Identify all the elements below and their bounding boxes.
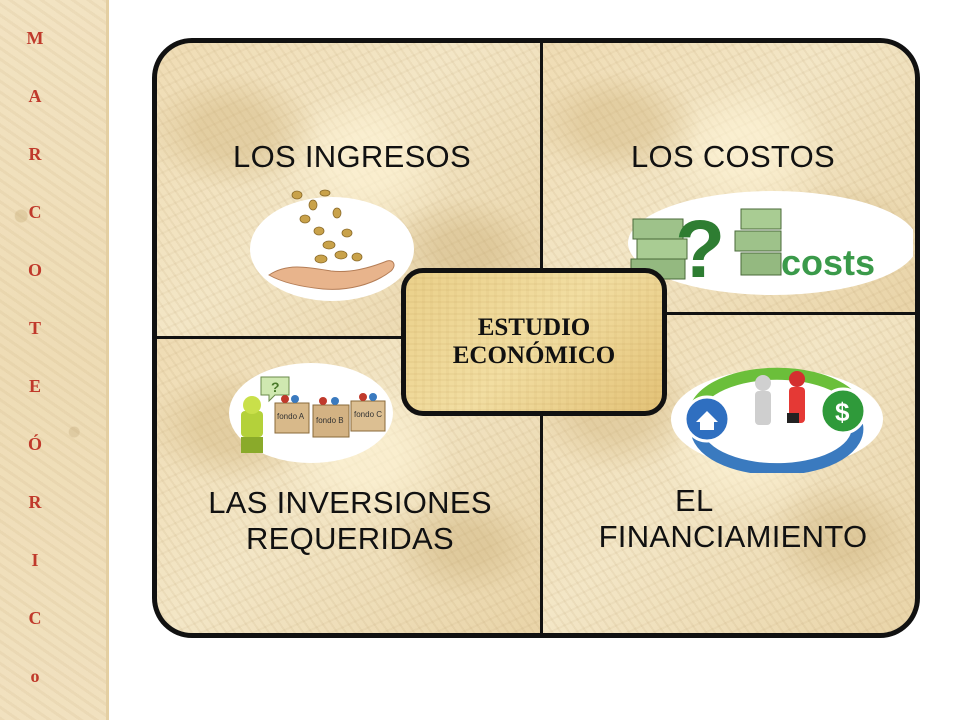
center-label-line1: ESTUDIO [477, 314, 591, 341]
side-strip: M A R C O T E Ó R I C o [0, 0, 109, 720]
center-box: ESTUDIO ECONÓMICO [401, 268, 667, 416]
vertical-title-letter: I [31, 550, 39, 570]
vertical-title-letter: o [30, 666, 40, 686]
vertical-title-letter: T [28, 318, 41, 338]
quadrant-ingresos: LOS INGRESOS [152, 38, 544, 340]
vertical-title: M A R C O T E Ó R I C o [18, 28, 52, 724]
svg-text:?: ? [271, 379, 280, 395]
vertical-title-letter: R [28, 144, 42, 164]
vertical-title-letter: O [27, 260, 42, 280]
center-label: ESTUDIO ECONÓMICO [453, 314, 616, 370]
investment-boxes-illustration: ? fondo A fondo B fondo C [229, 363, 393, 463]
inversiones-label-line2: REQUERIDAS [246, 521, 454, 556]
money-stacks-illustration: ? costs [628, 191, 913, 295]
center-label-line2: ECONÓMICO [452, 342, 616, 369]
financiamiento-label-line2: FINANCIAMIENTO [598, 519, 868, 554]
vertical-title-letter: M [26, 28, 44, 48]
vertical-title-letter: C [28, 202, 42, 222]
quadrant-ingresos-label: LOS INGRESOS [233, 139, 471, 174]
box-label-b: fondo B [316, 416, 344, 425]
quadrant-costos-label: LOS COSTOS [631, 139, 835, 174]
svg-text:?: ? [675, 204, 725, 295]
vertical-title-letter: R [28, 492, 42, 512]
box-label-c: fondo C [354, 410, 382, 419]
vertical-title-letter: Ó [27, 434, 42, 454]
costs-image-text: costs [781, 242, 875, 283]
box-label-a: fondo A [277, 412, 305, 421]
vertical-title-letter: C [28, 608, 42, 628]
financing-cycle-illustration: $ [671, 367, 883, 473]
financiamiento-label-line1: EL [675, 483, 714, 518]
vertical-title-letter: E [28, 376, 41, 396]
inversiones-label-line1: LAS INVERSIONES [208, 485, 492, 520]
quadrant-inversiones-label: LAS INVERSIONES REQUERIDAS [175, 485, 525, 557]
quadrant-financiamiento-label: EL FINANCIAMIENTO [563, 483, 903, 555]
coins-in-hand-illustration [250, 189, 414, 301]
vertical-title-letter: A [28, 86, 42, 106]
svg-text:$: $ [835, 397, 850, 427]
